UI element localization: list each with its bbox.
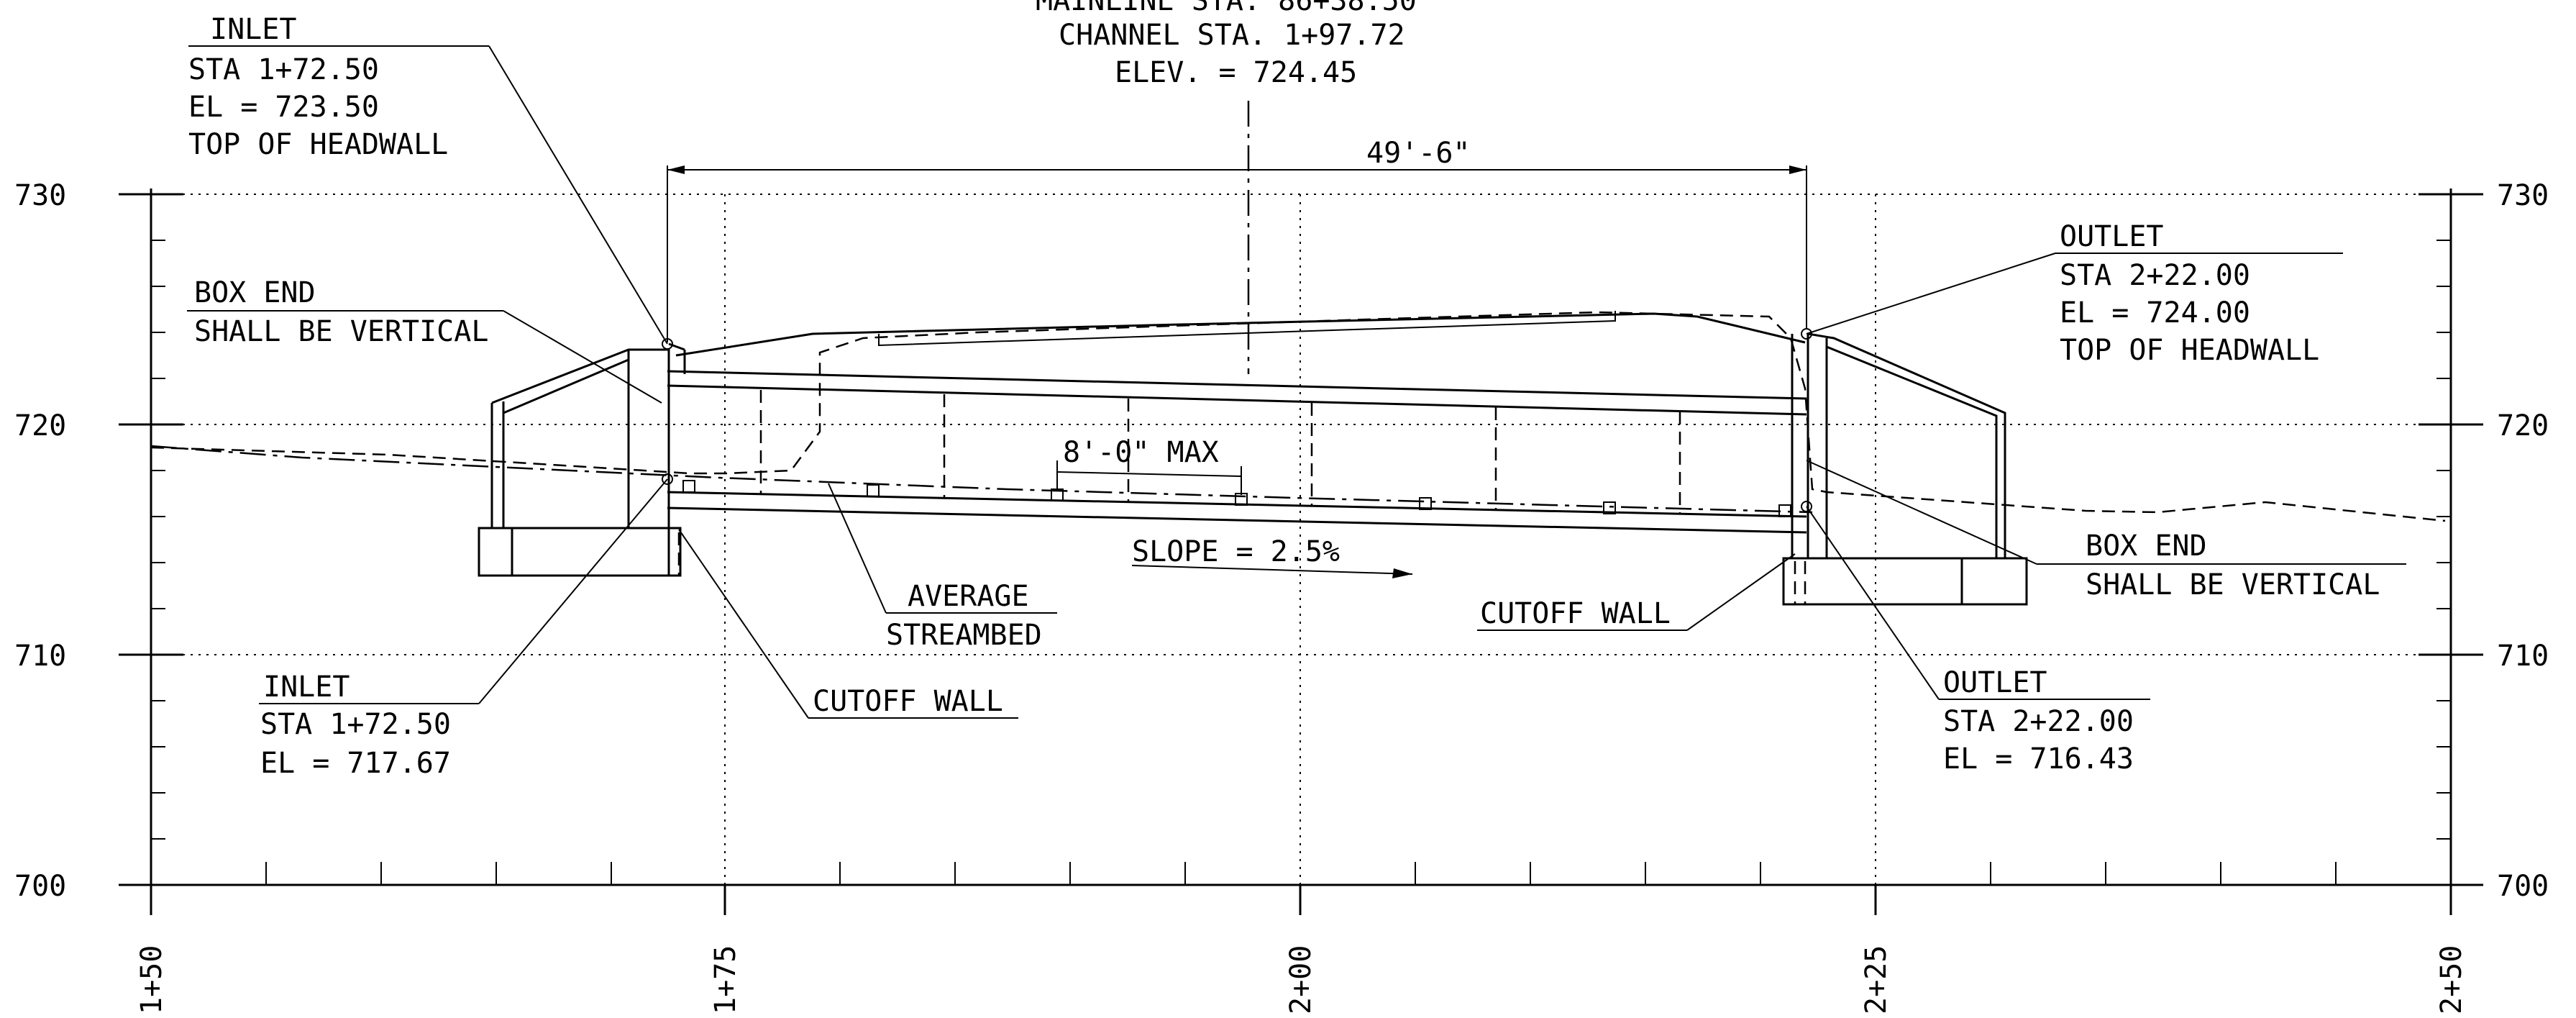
barrel-joints — [759, 390, 1681, 514]
cutoff-wall-left-callout: CUTOFF WALL — [678, 529, 1018, 719]
station-labels: 1+50 1+75 2+00 2+25 2+50 — [135, 945, 2468, 1014]
length-dimension — [667, 165, 1807, 342]
elev-label-right-700: 700 — [2497, 870, 2549, 903]
elev-label-right-730: 730 — [2497, 179, 2549, 212]
mainline-sta-note: MAINLINE STA. 86+38.50 — [1036, 0, 1417, 17]
outlet-bottom-callout: OUTLET STA 2+22.00 EL = 716.43 — [1806, 506, 2150, 776]
elev-label-left-720: 720 — [14, 409, 66, 442]
outlet-top-callout: OUTLET STA 2+22.00 EL = 724.00 TOP OF HE… — [1806, 220, 2343, 367]
station-label-2-25: 2+25 — [1860, 945, 1893, 1014]
culvert-barrel — [667, 370, 1807, 534]
station-label-2-50: 2+50 — [2435, 945, 2468, 1014]
reference-points — [662, 328, 1812, 512]
average-streambed-callout: AVERAGE STREAMBED — [828, 483, 1057, 652]
station-label-1-75: 1+75 — [709, 945, 742, 1014]
inlet-bottom-sta: STA 1+72.50 — [260, 708, 451, 741]
outlet-headwall — [1782, 332, 2028, 606]
dimension-length-label: 49'-6" — [1366, 137, 1471, 170]
streambed-line2: STREAMBED — [886, 619, 1042, 652]
centerline-elev-note: ELEV. = 724.45 — [1115, 56, 1357, 89]
elev-label-right-710: 710 — [2497, 640, 2549, 673]
outlet-bottom-el: EL = 716.43 — [1943, 742, 2134, 776]
cutoff-wall-right-label: CUTOFF WALL — [1480, 597, 1671, 630]
outlet-top-sta: STA 2+22.00 — [2060, 259, 2250, 292]
outlet-top-title: OUTLET — [2060, 220, 2164, 253]
station-label-2-00: 2+00 — [1284, 945, 1317, 1014]
inlet-headwall — [478, 342, 686, 577]
station-minor-ticks — [265, 862, 2337, 885]
elev-label-left-710: 710 — [14, 640, 66, 673]
cutoff-wall-right-callout: CUTOFF WALL — [1477, 553, 1796, 631]
inlet-bottom-callout: INLET STA 1+72.50 EL = 717.67 — [259, 478, 668, 780]
elev-label-right-720: 720 — [2497, 409, 2549, 442]
joint-spacing-dimension — [1056, 460, 1242, 495]
box-end-left-callout: BOX END SHALL BE VERTICAL — [187, 276, 662, 404]
outlet-top-el: EL = 724.00 — [2060, 296, 2250, 330]
outlet-bottom-sta: STA 2+22.00 — [1943, 705, 2134, 738]
cutoff-wall-left-label: CUTOFF WALL — [813, 685, 1003, 718]
inlet-top-sta: STA 1+72.50 — [188, 53, 379, 86]
box-end-left-line2: SHALL BE VERTICAL — [194, 315, 488, 348]
inlet-bottom-el: EL = 717.67 — [260, 747, 451, 780]
inlet-top-el: EL = 723.50 — [188, 91, 379, 124]
minor-elevation-ticks — [151, 240, 2451, 840]
outlet-top-note: TOP OF HEADWALL — [2060, 334, 2319, 367]
box-end-right-callout: BOX END SHALL BE VERTICAL — [1806, 460, 2406, 601]
inlet-top-callout: INLET STA 1+72.50 EL = 723.50 TOP OF HEA… — [188, 13, 668, 345]
streambed-line1: AVERAGE — [908, 580, 1029, 613]
slope-note: SLOPE = 2.5% — [1132, 535, 1340, 568]
grid — [119, 188, 2483, 915]
channel-sta-note: CHANNEL STA. 1+97.72 — [1059, 19, 1405, 52]
elev-label-left-730: 730 — [14, 179, 66, 212]
box-end-left-line1: BOX END — [194, 276, 316, 309]
slope-arrow-head — [1392, 568, 1412, 578]
box-end-right-line1: BOX END — [2086, 530, 2207, 563]
box-end-right-line2: SHALL BE VERTICAL — [2086, 568, 2380, 601]
station-major-ticks — [150, 885, 2452, 915]
original-ground-line — [150, 445, 1813, 514]
slope-arrow-line — [1131, 565, 1413, 575]
outlet-bottom-title: OUTLET — [1943, 666, 2047, 699]
spacing-note: 8'-0" MAX — [1063, 436, 1219, 469]
elev-label-left-700: 700 — [14, 870, 66, 903]
pavement-layer — [878, 311, 1616, 347]
station-label-1-50: 1+50 — [135, 945, 168, 1014]
inlet-bottom-title: INLET — [263, 671, 350, 704]
inlet-top-title: INLET — [210, 13, 296, 46]
roadway-surface-line — [675, 312, 1806, 357]
inlet-top-note: TOP OF HEADWALL — [188, 128, 448, 161]
elevation-labels: 730 720 710 700 730 720 710 700 — [14, 179, 2549, 903]
